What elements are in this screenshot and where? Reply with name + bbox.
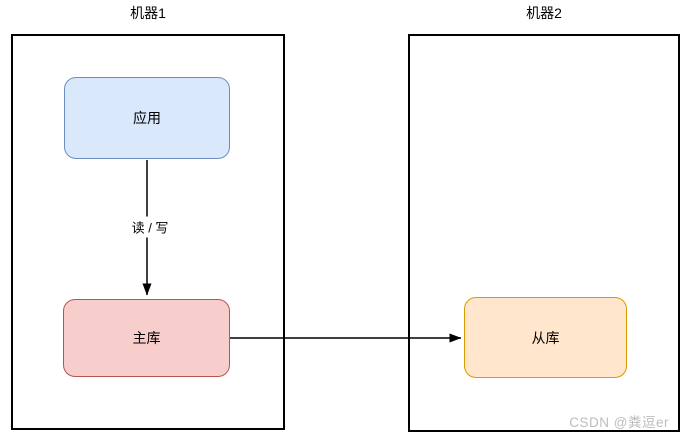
- node-master-db: 主库: [63, 299, 230, 377]
- machine1-title: 机器1: [130, 5, 166, 21]
- watermark: CSDN @粪逗er: [569, 415, 669, 430]
- node-app-label: 应用: [133, 110, 161, 126]
- node-master-db-label: 主库: [132, 330, 161, 346]
- edge-label-read-write: 读 / 写: [127, 216, 173, 238]
- node-app: 应用: [64, 77, 230, 159]
- node-slave-db: 从库: [464, 297, 627, 378]
- machine2-title: 机器2: [526, 5, 562, 21]
- node-slave-db-label: 从库: [531, 329, 560, 346]
